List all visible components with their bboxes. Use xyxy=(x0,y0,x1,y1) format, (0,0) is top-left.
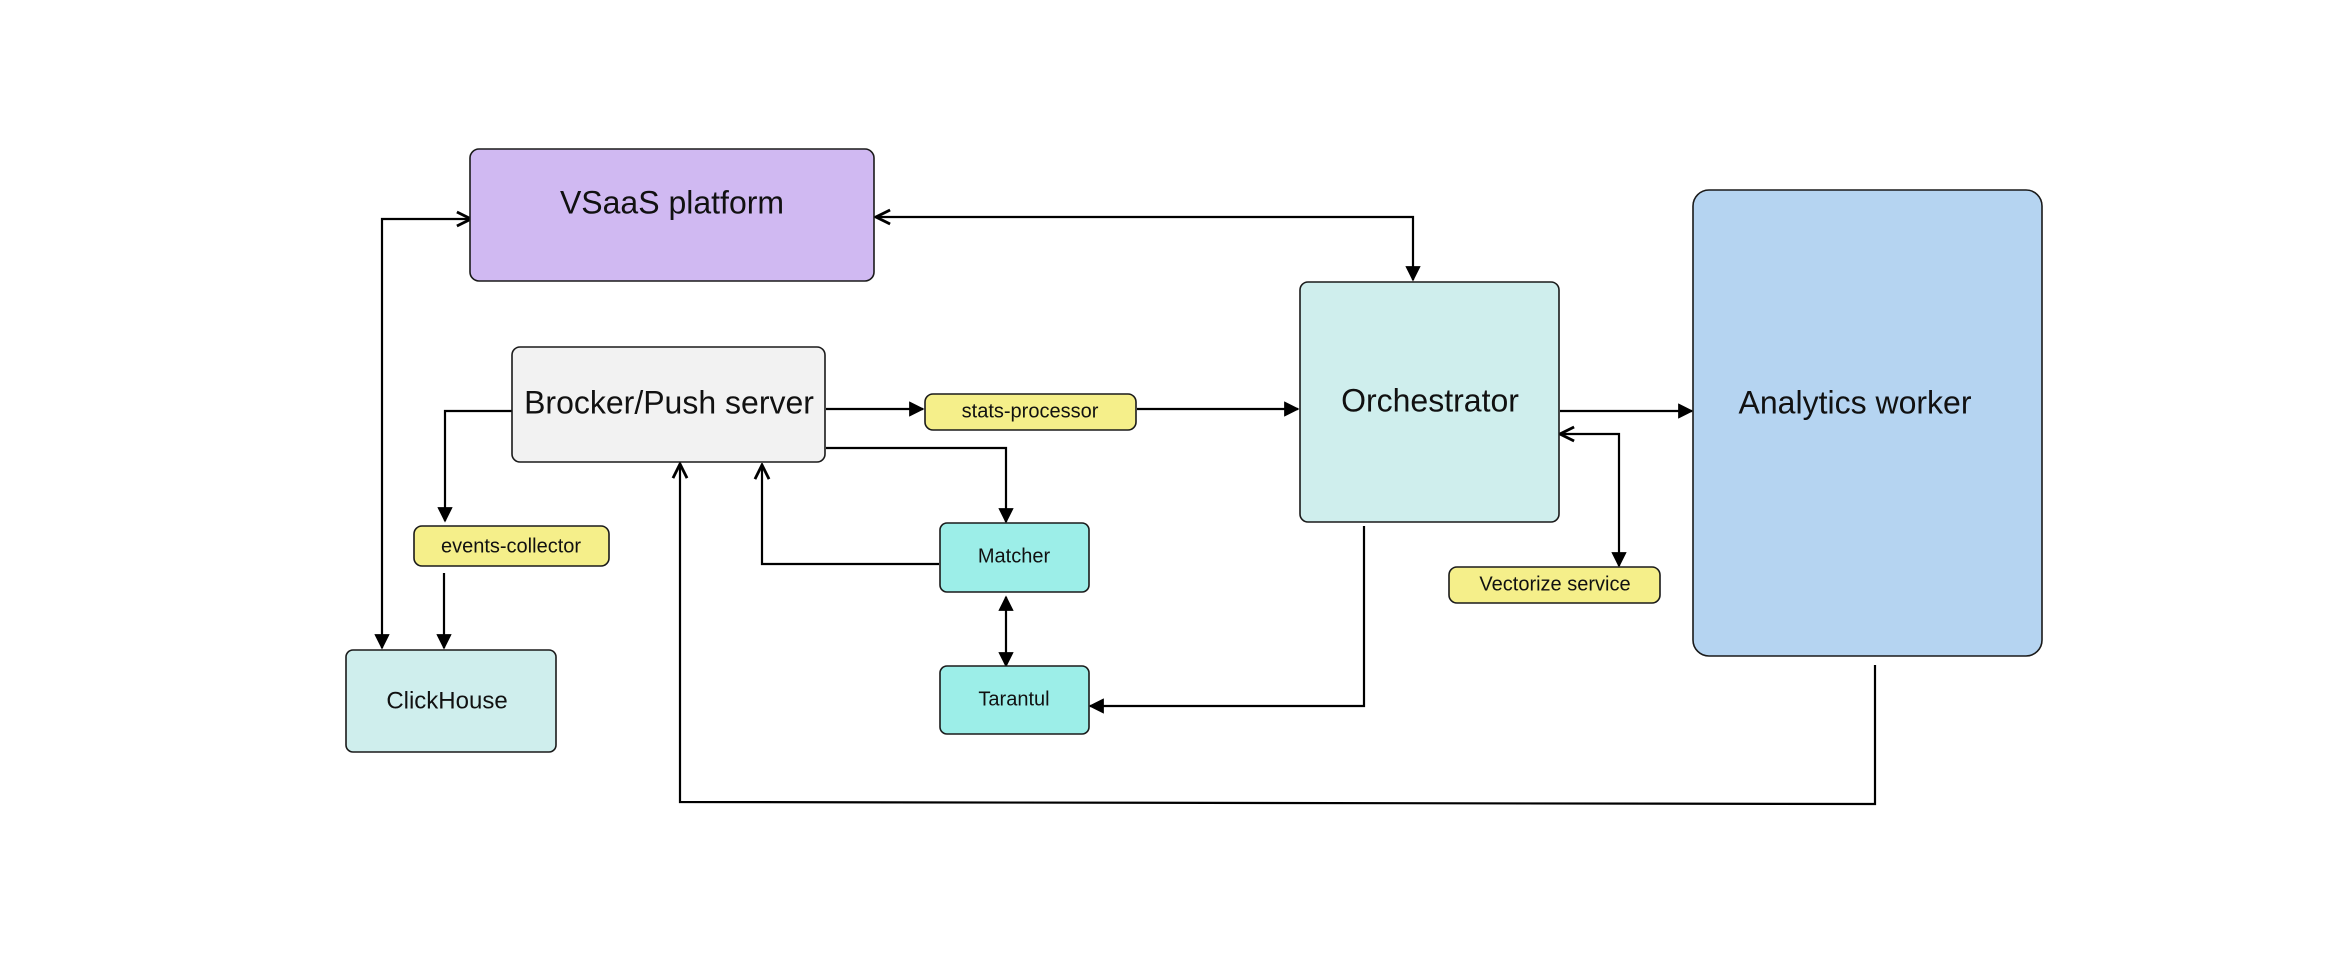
node-stats-processor: stats-processor xyxy=(924,393,1137,431)
node-analytics-worker: Analytics worker xyxy=(1692,189,2043,657)
node-vsaas-platform: VSaaS platform xyxy=(469,148,875,282)
node-matcher: Matcher xyxy=(939,522,1090,593)
orchestrator-box xyxy=(1299,281,1560,523)
node-orchestrator: Orchestrator xyxy=(1299,281,1560,523)
events-label: events-collector xyxy=(441,535,581,557)
edge-vsaas-orchestrator xyxy=(876,217,1413,280)
broker-label: Brocker/Push server xyxy=(524,384,814,420)
edge-clickhouse-vsaas xyxy=(382,219,471,648)
analytics-label: Analytics worker xyxy=(1739,384,1972,420)
vsaas-label: VSaaS platform xyxy=(560,184,784,220)
edge-broker-events xyxy=(437,409,512,523)
vectorize-box xyxy=(1448,566,1661,604)
clickhouse-box xyxy=(345,649,557,753)
clickhouse-label: ClickHouse xyxy=(386,687,507,714)
node-clickhouse: ClickHouse xyxy=(345,649,557,753)
node-broker-push-server: Brocker/Push server xyxy=(511,346,826,463)
matcher-box xyxy=(939,522,1090,593)
events-box xyxy=(413,525,610,567)
node-tarantul: Tarantul xyxy=(939,665,1090,735)
node-events-collector: events-collector xyxy=(413,525,610,567)
broker-box xyxy=(511,346,826,463)
analytics-box xyxy=(1692,189,2043,657)
edge-orchestrator-vectorize xyxy=(1560,434,1619,566)
stats-label: stats-processor xyxy=(962,400,1099,422)
edge-broker-matcher xyxy=(826,446,1014,524)
matcher-label: Matcher xyxy=(978,545,1051,567)
orchestrator-label: Orchestrator xyxy=(1341,382,1519,418)
stats-box xyxy=(924,393,1137,431)
edge-orchestrator-tarantul xyxy=(1088,526,1366,714)
vsaas-box xyxy=(469,148,875,282)
node-vectorize-service: Vectorize service xyxy=(1448,566,1661,604)
tarantul-label: Tarantul xyxy=(978,688,1049,710)
edge-analytics-broker xyxy=(680,464,1877,806)
edge-matcher-broker xyxy=(762,465,939,566)
vectorize-label: Vectorize service xyxy=(1479,573,1630,595)
tarantul-box xyxy=(939,665,1090,735)
